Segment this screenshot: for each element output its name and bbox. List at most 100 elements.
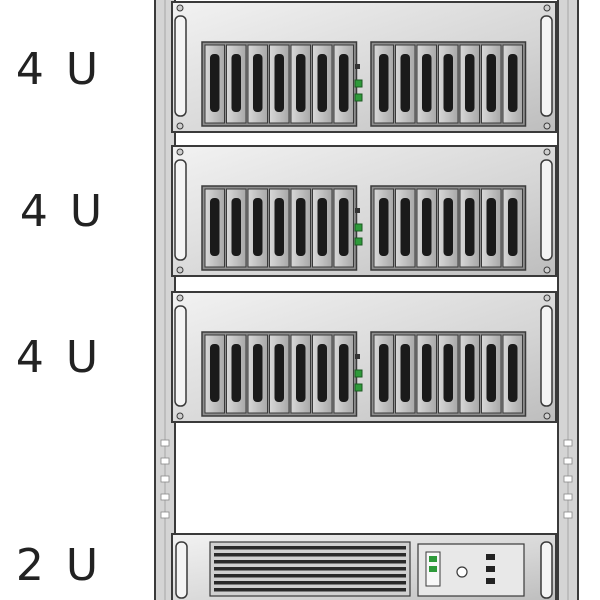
rack-frame: [154, 0, 579, 600]
drive-slot: [231, 54, 241, 112]
drive-slot: [274, 344, 284, 402]
drive-slot: [253, 344, 263, 402]
drive-slot: [231, 198, 241, 256]
mount-hole: [160, 475, 170, 483]
drive-slot: [210, 344, 220, 402]
screw: [176, 266, 184, 274]
mount-hole: [563, 493, 573, 501]
power-led: [354, 223, 363, 232]
mount-hole: [563, 475, 573, 483]
drive-slot: [296, 344, 306, 402]
drive-slot: [210, 198, 220, 256]
drive-slot: [443, 198, 453, 256]
drive-slot: [422, 344, 432, 402]
power-button: [456, 566, 468, 578]
handle-left: [174, 15, 187, 117]
status-light: [486, 554, 495, 560]
handle-left: [174, 305, 187, 407]
mount-hole: [160, 457, 170, 465]
status-light: [486, 578, 495, 584]
handle-left: [175, 541, 188, 599]
unit-label-3: 4 U: [15, 332, 103, 383]
handle-right: [540, 305, 553, 407]
drive-slot: [465, 344, 475, 402]
unit-label-4: 2 U: [15, 540, 103, 591]
drive-slot: [379, 54, 389, 112]
screw: [176, 294, 184, 302]
handle-right: [540, 15, 553, 117]
drive-slot: [508, 344, 518, 402]
power-led: [354, 79, 363, 88]
screw: [176, 412, 184, 420]
drive-slot: [253, 198, 263, 256]
status-light: [486, 566, 495, 572]
status-led: [355, 64, 360, 69]
drive-slot: [379, 344, 389, 402]
unit-label-2: 4 U: [19, 186, 107, 237]
lcd-led: [429, 556, 437, 562]
screw: [176, 122, 184, 130]
screw: [176, 148, 184, 156]
drive-slot: [443, 344, 453, 402]
drive-chassis-2: [171, 145, 557, 277]
drive-slot: [422, 198, 432, 256]
screw: [543, 148, 551, 156]
drive-slot: [400, 344, 410, 402]
vent-slot: [214, 588, 406, 592]
activity-led: [354, 237, 363, 246]
drive-slot: [400, 54, 410, 112]
vent-slot: [214, 581, 406, 585]
drive-slot: [274, 198, 284, 256]
lcd-led: [429, 566, 437, 572]
drive-slot: [296, 54, 306, 112]
mount-hole: [160, 493, 170, 501]
drive-slot: [508, 54, 518, 112]
drive-chassis-3: [171, 291, 557, 423]
drive-chassis-1: [171, 1, 557, 133]
drive-slot: [486, 54, 496, 112]
handle-left: [174, 159, 187, 261]
handle-right: [540, 159, 553, 261]
drive-slot: [253, 54, 263, 112]
drive-slot: [231, 344, 241, 402]
handle-right: [540, 541, 553, 599]
drive-slot: [465, 198, 475, 256]
screw: [543, 122, 551, 130]
status-led: [355, 354, 360, 359]
drive-slot: [422, 54, 432, 112]
vent-slot: [214, 574, 406, 578]
drive-slot: [274, 54, 284, 112]
chassis-layer: [171, 1, 557, 600]
drive-slot: [317, 344, 327, 402]
mount-hole: [563, 511, 573, 519]
drive-slot: [486, 344, 496, 402]
activity-led: [354, 383, 363, 392]
appliance-2u: [171, 533, 557, 600]
drive-slot: [339, 198, 349, 256]
vent-slot: [214, 546, 406, 550]
drive-slot: [400, 198, 410, 256]
activity-led: [354, 93, 363, 102]
vent-slot: [214, 560, 406, 564]
drive-slot: [465, 54, 475, 112]
mount-hole: [160, 439, 170, 447]
mount-hole: [563, 457, 573, 465]
screw: [543, 4, 551, 12]
mount-hole: [160, 511, 170, 519]
vent-slot: [214, 553, 406, 557]
status-led: [355, 208, 360, 213]
drive-slot: [443, 54, 453, 112]
screw: [176, 4, 184, 12]
unit-label-1: 4 U: [15, 44, 103, 95]
screw: [543, 412, 551, 420]
vent-slot: [214, 567, 406, 571]
drive-slot: [508, 198, 518, 256]
drive-slot: [317, 198, 327, 256]
screw: [543, 294, 551, 302]
drive-slot: [210, 54, 220, 112]
drive-slot: [486, 198, 496, 256]
drive-slot: [339, 54, 349, 112]
screw: [543, 266, 551, 274]
drive-slot: [317, 54, 327, 112]
